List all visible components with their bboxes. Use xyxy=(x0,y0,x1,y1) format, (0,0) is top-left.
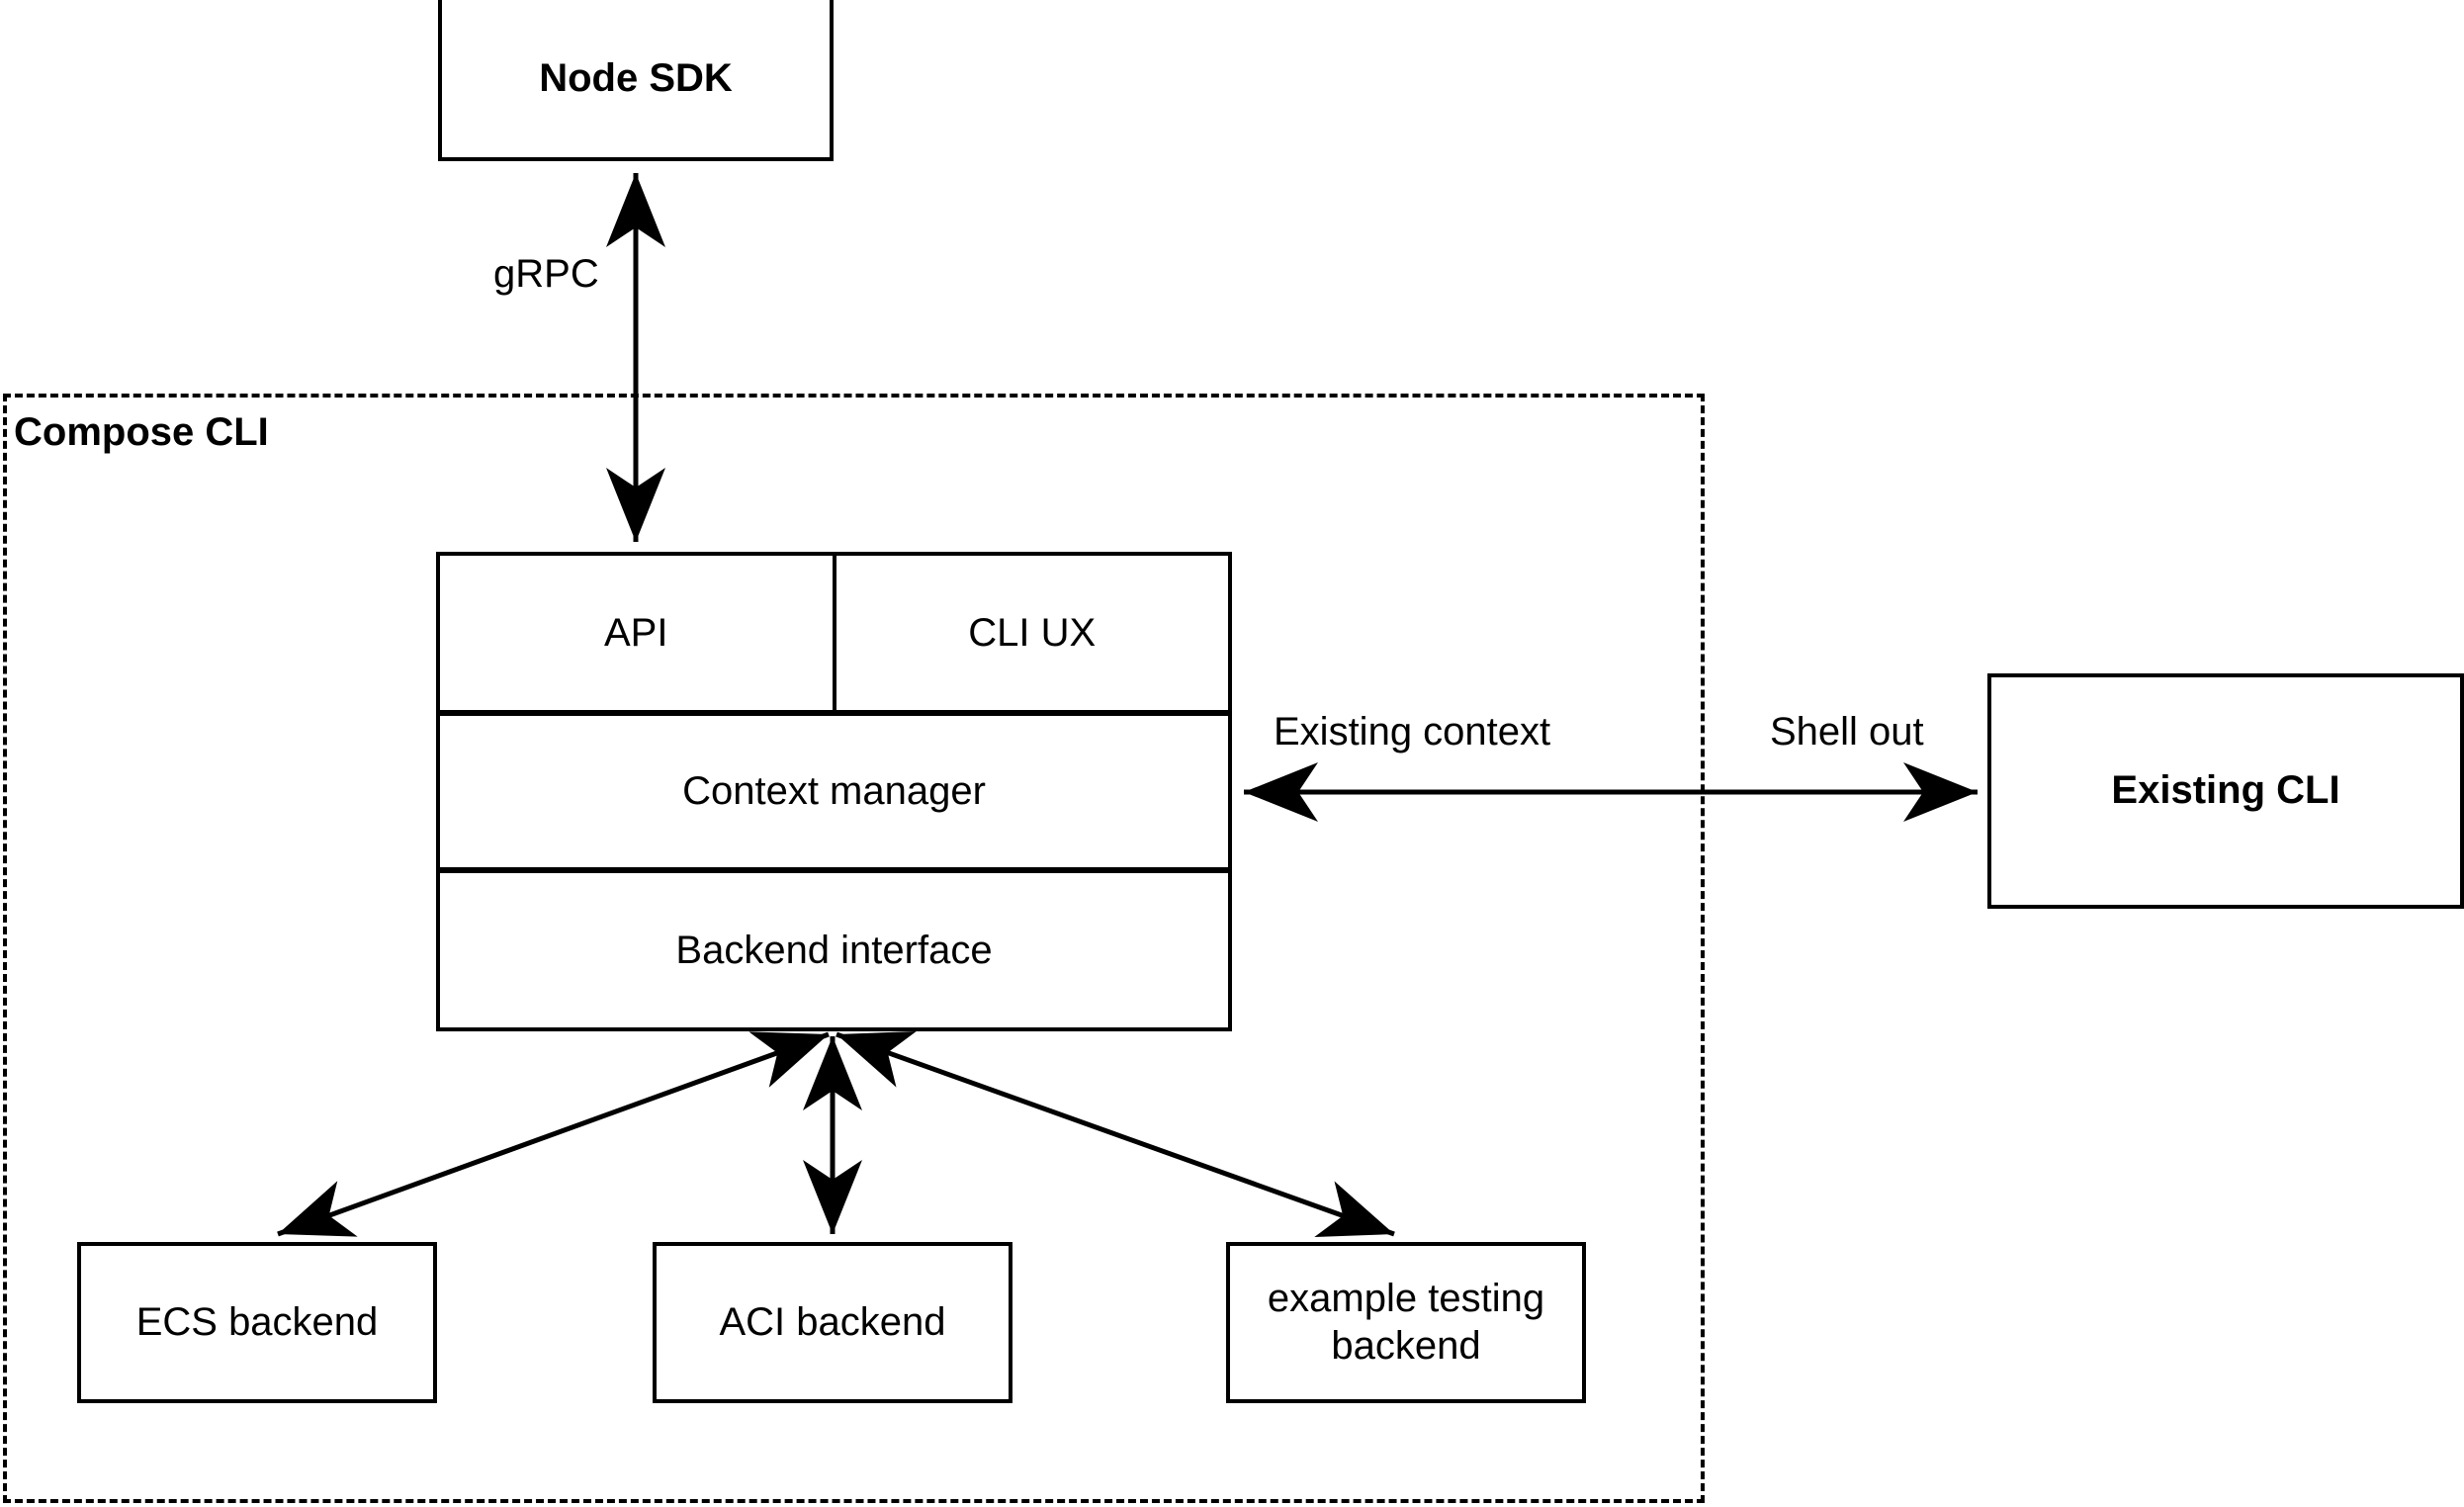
context-manager-row[interactable]: Context manager xyxy=(436,712,1232,871)
node-sdk-box[interactable]: Node SDK xyxy=(438,0,834,161)
node-sdk-label: Node SDK xyxy=(539,55,733,100)
existing-context-edge-label: Existing context xyxy=(1270,710,1555,754)
compose-cli-core-stack: API CLI UX Context manager Backend inter… xyxy=(436,552,1232,1031)
compose-cli-group xyxy=(3,394,1705,1503)
api-cli-ux-row: API CLI UX xyxy=(436,552,1232,714)
existing-cli-box[interactable]: Existing CLI xyxy=(1987,673,2464,909)
backend-interface-row[interactable]: Backend interface xyxy=(436,869,1232,1031)
api-cell[interactable]: API xyxy=(440,556,833,710)
existing-cli-label: Existing CLI xyxy=(2111,768,2340,813)
backend-interface-cell: Backend interface xyxy=(440,873,1228,1027)
example-testing-backend-box[interactable]: example testing backend xyxy=(1226,1242,1586,1403)
example-testing-backend-label: example testing backend xyxy=(1260,1276,1552,1369)
example-testing-backend-line-1: example testing xyxy=(1267,1277,1545,1321)
compose-cli-group-label: Compose CLI xyxy=(14,410,269,455)
aci-backend-label: ACI backend xyxy=(719,1299,946,1344)
cli-ux-cell[interactable]: CLI UX xyxy=(832,556,1228,710)
backend-interface-label: Backend interface xyxy=(675,928,993,972)
ecs-backend-label: ECS backend xyxy=(135,1299,379,1344)
api-label: API xyxy=(604,610,668,655)
grpc-edge-label: gRPC xyxy=(489,252,603,297)
cli-ux-label: CLI UX xyxy=(968,610,1097,655)
context-manager-label: Context manager xyxy=(682,769,986,813)
shell-out-edge-label: Shell out xyxy=(1766,710,1928,754)
aci-backend-box[interactable]: ACI backend xyxy=(653,1242,1012,1403)
example-testing-backend-line-2: backend xyxy=(1331,1323,1481,1368)
context-manager-cell: Context manager xyxy=(440,716,1228,867)
ecs-backend-box[interactable]: ECS backend xyxy=(77,1242,437,1403)
